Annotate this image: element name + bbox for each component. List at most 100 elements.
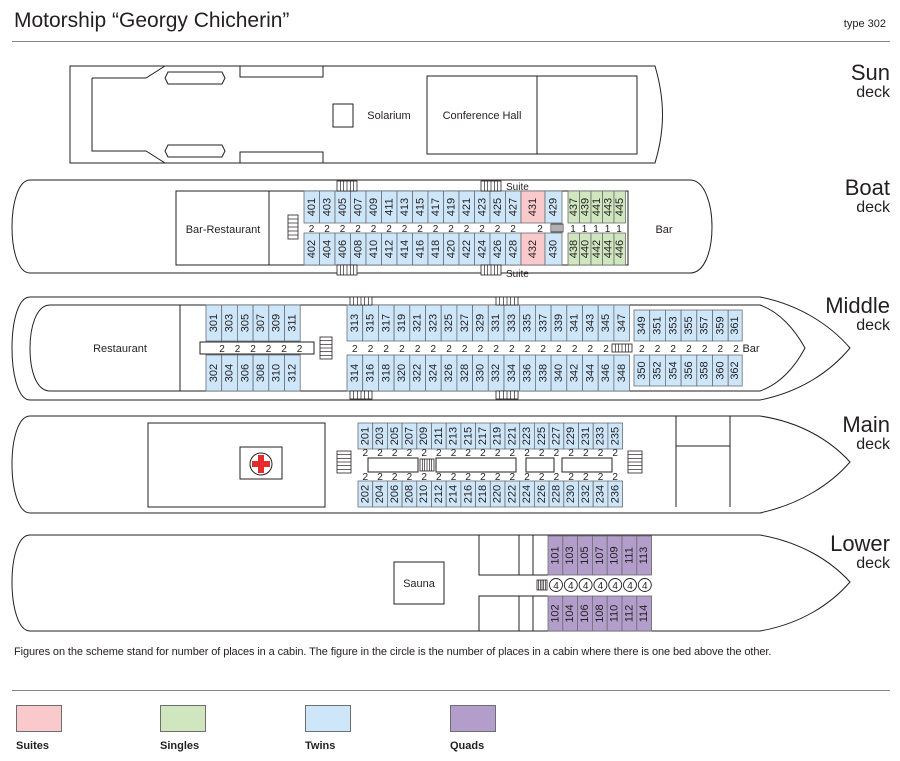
cabin-number-446: 446	[614, 240, 626, 258]
boat-corridor-two-5: 2	[386, 224, 392, 235]
main-corridor-two-bottom-15: 2	[583, 472, 589, 483]
deck-label-lower-top: Lower	[830, 531, 890, 556]
cabin-number-357: 357	[699, 316, 711, 334]
cabin-number-354: 354	[667, 361, 679, 379]
cabin-number-332: 332	[490, 364, 502, 382]
main-deck-hull	[11, 415, 851, 514]
deck-label-sun: Sun deck	[851, 62, 890, 101]
cabin-number-104: 104	[564, 604, 576, 622]
legend-swatch-twins	[305, 705, 351, 732]
cabin-number-218: 218	[477, 485, 489, 503]
cabin-number-406: 406	[337, 240, 349, 258]
circled-bed-marker-0	[549, 578, 563, 592]
lower-stairs	[536, 579, 548, 591]
cabin-number-211: 211	[433, 427, 445, 445]
main-deck-plan	[11, 415, 851, 514]
deck-label-main-bottom: deck	[856, 436, 890, 453]
cabin-number-401: 401	[306, 198, 318, 216]
cabin-number-336: 336	[522, 364, 534, 382]
cabin-number-441: 441	[591, 198, 603, 216]
room-label-conference-hall: Conference Hall	[443, 110, 522, 122]
main-corridor-two-bottom-14: 2	[568, 472, 574, 483]
main-stairs-fwd	[336, 450, 352, 474]
main-corridor-two-top-3: 2	[407, 448, 413, 459]
main-corridor-two-bottom-9: 2	[495, 472, 501, 483]
scheme-note: Figures on the scheme stand for number o…	[14, 646, 772, 658]
cabin-348	[613, 354, 631, 392]
cabin-number-210: 210	[418, 485, 430, 503]
middle-fwd-two-3: 2	[266, 344, 272, 355]
cabin-number-360: 360	[714, 361, 726, 379]
cabin-number-429: 429	[548, 198, 560, 216]
cabin-number-236: 236	[609, 485, 621, 503]
cabin-number-403: 403	[321, 198, 333, 216]
cabin-311	[284, 304, 301, 342]
cabin-113	[636, 535, 652, 576]
cabin-number-111: 111	[623, 547, 635, 564]
deck-label-lower: Lower deck	[830, 533, 890, 572]
cabin-number-301: 301	[208, 314, 220, 332]
cabin-number-408: 408	[352, 240, 364, 258]
cabin-number-311: 311	[286, 314, 298, 332]
cabin-number-317: 317	[380, 314, 392, 332]
cabin-number-444: 444	[602, 240, 614, 258]
middle-mid-two-6: 2	[446, 344, 452, 355]
cabin-number-206: 206	[389, 485, 401, 503]
cabin-number-308: 308	[255, 364, 267, 382]
middle-aft-two-5: 2	[718, 344, 724, 355]
legend-singles: Singles	[160, 705, 206, 752]
cabin-number-331: 331	[490, 314, 502, 332]
cabin-number-235: 235	[609, 427, 621, 445]
cabin-number-412: 412	[383, 240, 395, 258]
cabin-number-419: 419	[445, 198, 457, 216]
cabin-number-215: 215	[462, 427, 474, 445]
page-title: Motorship “Georgy Chicherin”	[14, 9, 290, 32]
middle-mid-two-0: 2	[352, 344, 358, 355]
middle-mid-two-9: 2	[493, 344, 499, 355]
cabin-number-405: 405	[337, 198, 349, 216]
cabin-number-107: 107	[594, 546, 606, 564]
cabin-number-353: 353	[667, 316, 679, 334]
cabin-number-325: 325	[443, 314, 455, 332]
middle-stairs-bottom-right	[495, 390, 519, 400]
main-corridor-two-top-4: 2	[421, 448, 427, 459]
cabin-number-110: 110	[609, 605, 621, 623]
cabin-number-216: 216	[462, 485, 474, 503]
cabin-number-426: 426	[492, 240, 504, 258]
cabin-number-109: 109	[609, 546, 621, 564]
deck-label-middle-bottom: deck	[856, 317, 890, 334]
cabin-number-232: 232	[580, 485, 592, 503]
cabin-number-445: 445	[614, 198, 626, 216]
boat-stairs-bottom-left	[336, 264, 358, 276]
cabin-number-442: 442	[591, 240, 603, 258]
legend-suites: Suites	[16, 705, 62, 752]
middle-mid-two-8: 2	[478, 344, 484, 355]
boat-corridor-two-10: 2	[464, 224, 470, 235]
cabin-362	[727, 354, 743, 387]
legend-label-singles: Singles	[160, 740, 200, 752]
middle-mid-two-5: 2	[431, 344, 437, 355]
cabin-number-225: 225	[536, 427, 548, 445]
main-corridor-two-bottom-7: 2	[465, 472, 471, 483]
main-corridor-two-top-16: 2	[598, 448, 604, 459]
cabin-235	[607, 422, 624, 450]
medical-room	[147, 422, 326, 508]
cabin-number-306: 306	[239, 364, 251, 382]
main-corridor-two-top-8: 2	[480, 448, 486, 459]
circled-bed-marker-3	[593, 578, 608, 592]
sauna-room	[393, 561, 445, 605]
main-corridor-two-bottom-5: 2	[436, 472, 442, 483]
boat-corridor-one-3: 1	[605, 224, 611, 235]
legend-rule	[12, 690, 890, 691]
cabin-number-443: 443	[602, 198, 614, 216]
sun-deck-rail-bottom	[239, 151, 324, 164]
legend-swatch-singles	[160, 705, 206, 732]
cabin-number-425: 425	[492, 198, 504, 216]
cabin-number-346: 346	[600, 364, 612, 382]
cabin-number-418: 418	[430, 240, 442, 258]
middle-stairs-top-right	[495, 296, 519, 306]
boat-corridor-two-13: 2	[510, 224, 516, 235]
deck-label-main-top: Main	[842, 412, 890, 437]
main-deck-aft-structure	[675, 416, 731, 507]
boat-corridor-two-8: 2	[433, 224, 439, 235]
